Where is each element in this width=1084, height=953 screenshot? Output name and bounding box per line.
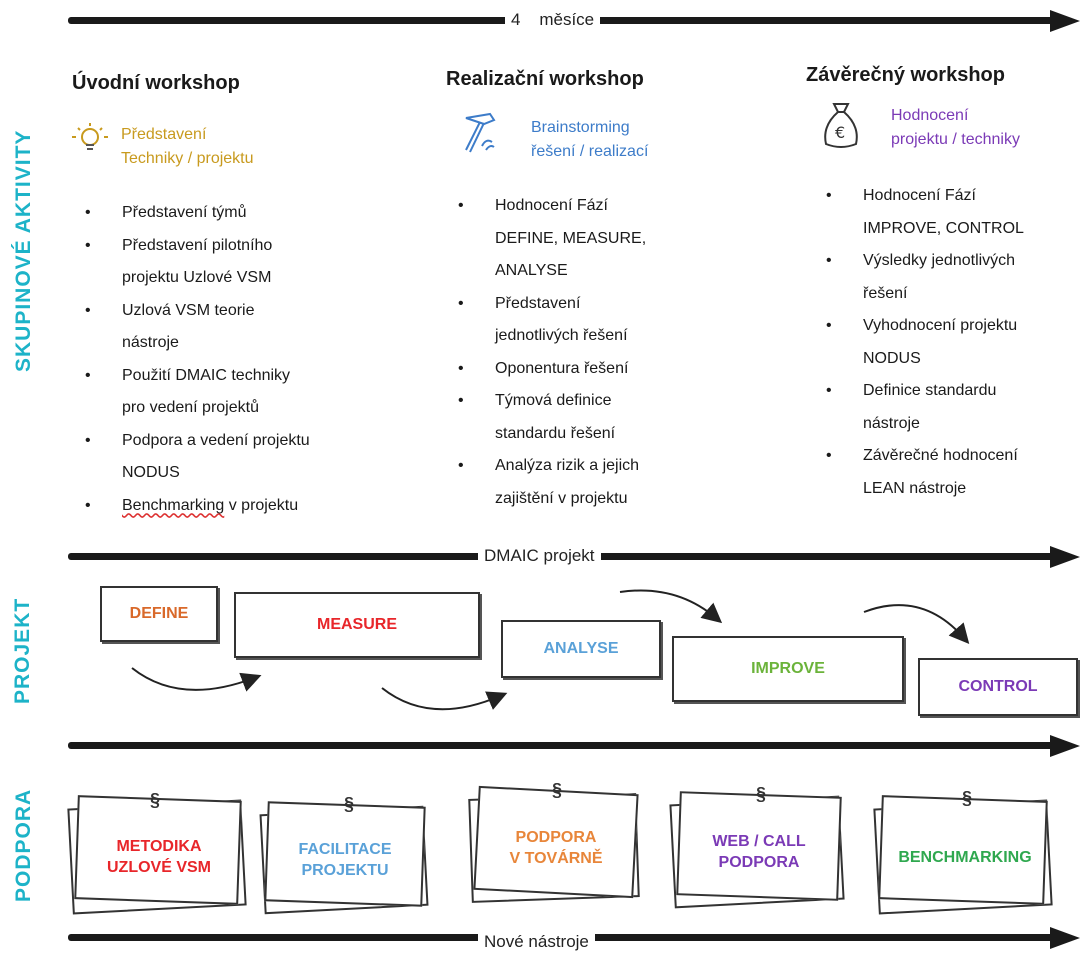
timeline-middle-label: DMAIC projekt	[478, 546, 601, 566]
support-note-methodology: § METODIKA UZLOVÉ VSM	[64, 790, 254, 920]
support-note-benchmarking: § BENCHMARKING	[868, 788, 1062, 920]
phase-measure: MEASURE	[234, 592, 480, 658]
support-note-facilitation: § FACILITACE PROJEKTU	[254, 794, 436, 920]
phase-analyse: ANALYSE	[501, 620, 661, 678]
workshop-subtitle-final: Hodnocení projektu / techniky	[891, 104, 1020, 152]
paper-clip-icon: §	[344, 794, 355, 814]
paper-clip-icon: §	[756, 784, 767, 804]
lightbulb-icon	[66, 120, 112, 156]
svg-text:€: €	[835, 123, 845, 142]
subtitle-line: Techniky / projektu	[121, 150, 254, 167]
paper-clip-icon: §	[552, 780, 563, 800]
note-line: BENCHMARKING	[898, 848, 1032, 866]
note-line: UZLOVÉ VSM	[106, 859, 211, 876]
hammer-icon	[456, 110, 506, 156]
list-item: Benchmarking v projektu	[82, 490, 382, 523]
support-note-factory: § PODPORA V TOVÁRNĚ	[462, 780, 650, 910]
note-line: PODPORA	[515, 829, 597, 846]
timeline-top-label: 4 měsíce	[505, 10, 601, 30]
arrowhead-icon	[1050, 546, 1080, 568]
workshop-items-intro: Představení týmů Představení pilotníhopr…	[82, 197, 382, 522]
curved-arrow-icon	[131, 667, 262, 692]
note-line: PROJEKTU	[301, 862, 389, 879]
arrowhead-icon	[1050, 10, 1080, 32]
timeline-arrow-lower	[68, 742, 1058, 749]
note-line: FACILITACE	[298, 841, 392, 858]
workshop-title-realization: Realizační workshop	[446, 68, 644, 90]
note-line: METODIKA	[116, 838, 202, 855]
curved-arrow-icon	[381, 687, 508, 711]
workshop-title-final: Závěrečný workshop	[806, 64, 1005, 86]
phase-improve: IMPROVE	[672, 636, 904, 702]
support-note-web-call: § WEB / CALL PODPORA	[664, 784, 854, 914]
subtitle-line: Hodnocení	[891, 107, 969, 124]
paper-clip-icon: §	[962, 788, 973, 808]
list-item: Oponentura řešení	[455, 353, 735, 386]
arrowhead-icon	[1050, 927, 1080, 949]
curved-arrow-icon	[863, 604, 970, 645]
timeline-bottom-label: Nové nástroje	[478, 932, 595, 952]
workshop-subtitle-intro: Představení Techniky / projektu	[121, 123, 254, 171]
phase-define: DEFINE	[100, 586, 218, 642]
note-line: PODPORA	[718, 854, 800, 871]
paper-clip-icon: §	[150, 790, 161, 810]
subtitle-line: Představení	[121, 126, 207, 143]
phase-control: CONTROL	[918, 658, 1078, 716]
arrowhead-icon	[1050, 735, 1080, 757]
subtitle-line: projektu / techniky	[891, 131, 1020, 148]
note-line: WEB / CALL	[712, 833, 806, 850]
subtitle-line: Brainstorming	[531, 119, 630, 136]
workshop-title-intro: Úvodní workshop	[72, 72, 240, 94]
list-item: Představení týmů	[82, 197, 382, 230]
subtitle-line: řešení / realizací	[531, 143, 649, 160]
curved-arrow-icon	[619, 589, 723, 624]
note-line: V TOVÁRNĚ	[509, 850, 603, 867]
money-bag-icon: €	[818, 100, 864, 152]
workshop-subtitle-realization: Brainstorming řešení / realizací	[531, 116, 648, 164]
